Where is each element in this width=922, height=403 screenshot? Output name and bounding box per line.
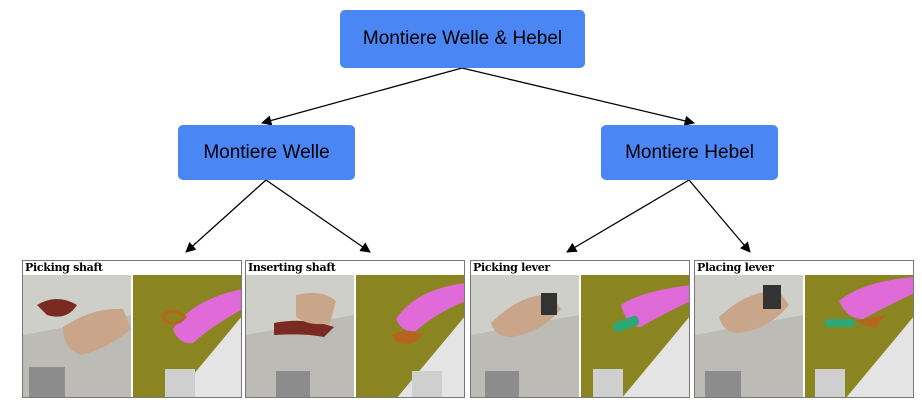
photo-lever <box>37 299 77 317</box>
panel-images <box>695 275 913 397</box>
photo-block <box>276 371 310 397</box>
photo-table <box>246 315 354 397</box>
node-label: Montiere Welle <box>203 141 330 163</box>
edge-hebel-place <box>688 179 751 253</box>
sim-lever <box>161 310 188 325</box>
panel-picking-shaft: Picking shaft <box>22 260 242 398</box>
edge-root-welle <box>260 67 463 126</box>
photo-block <box>29 367 65 397</box>
photo-hand <box>296 293 336 325</box>
sim-block <box>165 369 195 397</box>
photo-lever <box>274 320 334 337</box>
sim-hand <box>396 283 464 332</box>
sim-hand <box>839 277 913 319</box>
sim-grid-plane <box>846 317 913 397</box>
panel-title: Placing lever <box>697 261 774 274</box>
panel-images <box>23 275 241 397</box>
photo-hand <box>63 308 131 355</box>
photo-wristband <box>541 293 557 315</box>
panel-placing-lever: Placing lever <box>694 260 914 398</box>
edge-root-hebel <box>461 67 696 126</box>
photo-block <box>705 371 741 397</box>
photo-wristband <box>763 285 781 309</box>
sim-grid-plane <box>622 317 689 397</box>
photo-block <box>485 371 519 397</box>
sim-lever <box>392 331 422 344</box>
sim-block <box>593 369 623 397</box>
node-label: Montiere Hebel <box>625 141 754 163</box>
sim-lever <box>612 315 640 333</box>
sim-part <box>855 315 885 329</box>
panel-title: Picking shaft <box>25 261 103 274</box>
panel-picking-lever: Picking lever <box>470 260 690 398</box>
panel-images <box>246 275 464 397</box>
node-label: Montiere Welle & Hebel <box>362 28 563 49</box>
node-assemble-lever: Montiere Hebel <box>601 125 778 180</box>
edge-hebel-pick <box>566 179 690 253</box>
panel-images <box>471 275 689 397</box>
panel-inserting-shaft: Inserting shaft <box>245 260 465 398</box>
sim-lever <box>825 319 855 327</box>
sim-hand <box>621 285 689 327</box>
panel-title: Inserting shaft <box>248 261 336 274</box>
edge-welle-insert <box>265 179 371 253</box>
sim-block <box>412 371 442 397</box>
sim-block <box>815 369 845 397</box>
edge-welle-pick <box>185 179 267 253</box>
node-assemble-shaft-lever: Montiere Welle & Hebel <box>340 10 585 68</box>
panel-title: Picking lever <box>473 261 550 274</box>
sim-hand <box>173 289 241 344</box>
node-assemble-shaft: Montiere Welle <box>178 125 355 180</box>
